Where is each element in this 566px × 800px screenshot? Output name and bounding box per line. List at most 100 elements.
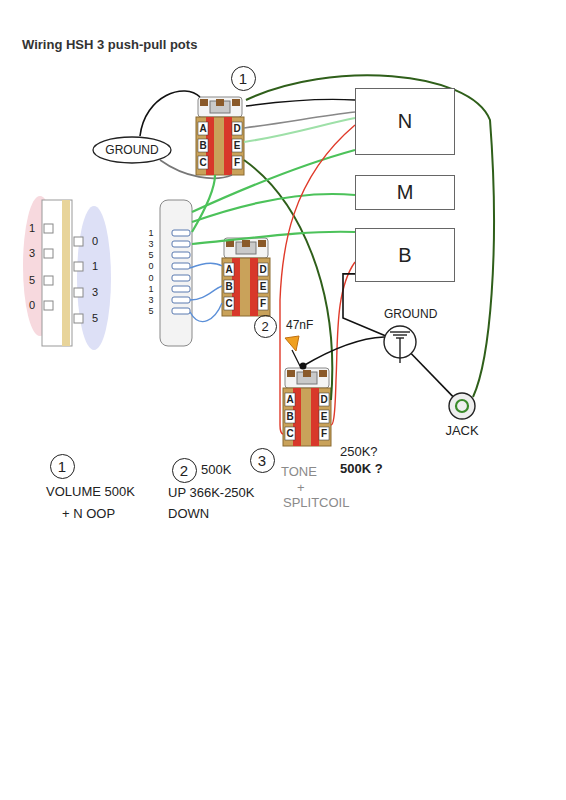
pot-lug-letter: E — [258, 280, 268, 293]
wire — [244, 160, 332, 400]
switch-pole-number: 5 — [90, 312, 100, 325]
switch-lug — [44, 249, 53, 258]
switch-lug — [172, 252, 190, 258]
push-pull-pot — [283, 368, 331, 446]
pot-lug-letter: B — [285, 410, 295, 423]
note-text: SPLITCOIL — [283, 495, 349, 511]
node-text: B — [398, 244, 411, 267]
wire — [192, 194, 355, 222]
wire — [160, 160, 232, 178]
switch-pin-number: 3 — [146, 239, 156, 249]
note-text: 500K ? — [340, 461, 383, 477]
wire — [192, 232, 355, 244]
callout-number: 2 — [254, 315, 277, 338]
ground-wire — [411, 353, 453, 396]
wire — [244, 112, 355, 128]
diagram-title: Wiring HSH 3 push-pull pots — [22, 37, 197, 52]
switch-lug — [172, 308, 190, 314]
output-jack: JACK — [436, 391, 488, 439]
switch-pole-number: 3 — [27, 247, 37, 260]
pot-lug-letter: C — [285, 427, 295, 440]
switch-pin-number: 5 — [146, 250, 156, 260]
pot-lug-letter: B — [224, 280, 234, 293]
switch-pin-number: 3 — [146, 295, 156, 305]
switch-lug — [74, 262, 83, 271]
switch-lug — [74, 288, 83, 297]
note-text: 250K? — [340, 444, 378, 460]
pot-lug-letter: D — [319, 393, 329, 406]
callout-number: 3 — [250, 448, 275, 473]
node-text: GROUND — [105, 143, 158, 157]
switch-pin-number: 0 — [146, 273, 156, 283]
node-text: N — [398, 110, 412, 133]
pickup-box: N — [355, 88, 455, 155]
pot-lug-letter: F — [258, 297, 268, 310]
note-text: VOLUME 500K — [46, 484, 135, 500]
node-text: 3 — [258, 452, 266, 469]
switch-pole-number: 5 — [27, 274, 37, 287]
node-text: M — [397, 181, 414, 204]
callout-number: 1 — [231, 66, 256, 91]
switch-pole-number: 1 — [90, 260, 100, 273]
pot-lug-letter: A — [285, 393, 295, 406]
switch-pin-number: 1 — [146, 228, 156, 238]
pot-lug-letter: E — [319, 410, 329, 423]
switch-lug — [172, 230, 190, 236]
solder-dot — [300, 363, 307, 370]
pot-lug-letter: D — [258, 263, 268, 276]
node-text: 1 — [239, 70, 247, 87]
wire — [192, 150, 355, 212]
switch-pin-number: 5 — [146, 306, 156, 316]
node-text: JACK — [445, 423, 478, 438]
pot-lug-letter: A — [224, 263, 234, 276]
wire — [190, 303, 222, 322]
switch-pin-number: 0 — [146, 261, 156, 271]
switch-lug — [44, 301, 53, 310]
wire — [140, 91, 200, 136]
pickup-box: B — [355, 228, 455, 282]
wire — [246, 75, 494, 397]
switch-lug — [44, 276, 53, 285]
pickup-box: M — [355, 175, 455, 210]
note-text: DOWN — [168, 506, 209, 522]
switch-pin-number: 1 — [146, 284, 156, 294]
switch-lug — [44, 224, 53, 233]
switch-lug — [172, 286, 190, 292]
capacitor — [285, 336, 299, 351]
note-text: UP 366K-250K — [168, 485, 255, 501]
pot-lug-letter: B — [198, 139, 208, 152]
push-pull-pot — [196, 97, 244, 175]
ground-point: GROUND — [380, 304, 460, 364]
note-text: + — [297, 480, 305, 496]
capacitor-value: 47nF — [286, 318, 313, 332]
ground-symbol — [380, 322, 422, 364]
switch-pole-number: 3 — [90, 286, 100, 299]
wire — [190, 286, 222, 300]
wire — [303, 337, 384, 366]
switch-lug — [172, 297, 190, 303]
switch-slider — [62, 200, 70, 346]
switch-schematic — [42, 200, 72, 346]
pot-lug-letter: D — [232, 122, 242, 135]
switch-lug — [172, 263, 190, 269]
switch-lug — [74, 314, 83, 323]
pot-lug-letter: F — [319, 427, 329, 440]
ground-wire — [343, 274, 385, 336]
note-text: 500K — [201, 462, 231, 478]
switch-lug — [172, 275, 190, 281]
callout-number: 2 — [172, 458, 197, 483]
note-text: TONE — [281, 464, 317, 480]
callout-number: 1 — [50, 454, 75, 479]
note-text: + N OOP — [62, 506, 115, 522]
switch-pole-number: 0 — [90, 235, 100, 248]
switch-lug — [172, 241, 190, 247]
switch-body — [160, 200, 192, 346]
wire — [244, 118, 355, 142]
switch-lug — [74, 237, 83, 246]
push-pull-pot — [222, 238, 270, 316]
wire — [190, 263, 222, 268]
pot-lug-letter: C — [224, 297, 234, 310]
ground-loop: GROUND — [92, 136, 172, 164]
pot-lug-letter: C — [198, 156, 208, 169]
